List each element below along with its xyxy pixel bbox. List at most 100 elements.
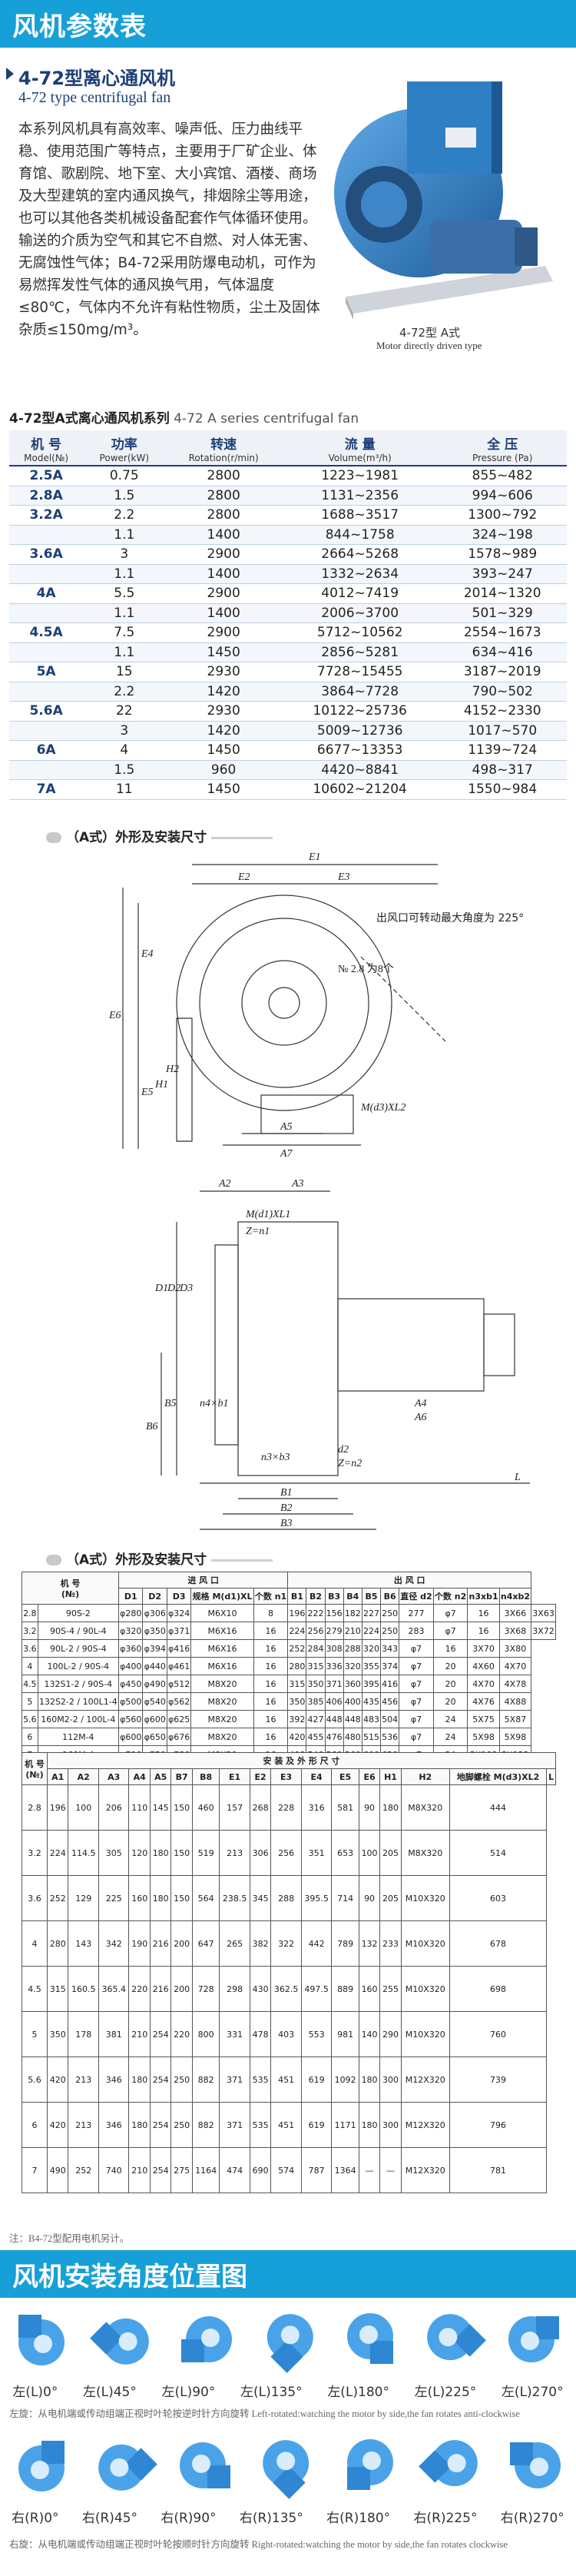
table-b-cell: 322: [270, 1920, 302, 1967]
spec-cell: 2856~5281: [281, 642, 439, 662]
table-a-cell: 416: [380, 1675, 400, 1693]
spec-cell-model: 2.8A: [9, 486, 84, 506]
spec-cell: 1.5: [83, 760, 166, 780]
table-b-cell: 265: [219, 1920, 250, 1967]
dim-label: H2: [165, 1064, 179, 1075]
table-a-cell: 90S-2: [37, 1604, 120, 1622]
fan-orientation-icon: [427, 2314, 487, 2361]
spec-cell: 1.1: [83, 525, 166, 545]
table-b-col-head: E4: [300, 1768, 333, 1785]
table-b-cell: 150: [170, 1784, 193, 1831]
table-a-cell: 5X87: [498, 1710, 532, 1728]
table-a-cell: 16: [253, 1622, 289, 1640]
table-b-col-head: A3: [98, 1768, 130, 1785]
table-a-cell: 350: [306, 1675, 326, 1693]
table-a-cell: 336: [324, 1657, 344, 1675]
spec-cell: 1131~2356: [281, 486, 439, 506]
table-a-cell: 343: [380, 1639, 400, 1658]
table-b-cell: 474: [219, 2147, 250, 2193]
table-a-cell: φ676: [166, 1728, 192, 1746]
angles-title: 风机安装角度位置图: [12, 2261, 247, 2292]
table-b-cell: 535: [249, 2056, 272, 2103]
front-view-drawing: E1 E2 E3 E4 E5 E6 H1 H2 A5 A7 M(d3)XL2 №…: [108, 851, 524, 1160]
spec-cell: 393~247: [438, 564, 567, 584]
table-a-cell: 16: [253, 1728, 289, 1746]
table-a-cell: 224: [361, 1622, 382, 1640]
table-b-cell: 129: [68, 1875, 99, 1921]
table-b-col-head: B8: [191, 1768, 220, 1785]
table-a-cell: 20: [432, 1657, 468, 1675]
spec-cell: 634~416: [438, 642, 567, 662]
spec-cell: 1450: [165, 642, 282, 662]
table-b-cell: 342: [98, 1920, 130, 1967]
table-a-col-head: B2: [306, 1588, 326, 1605]
table-a-cell: 3X66: [498, 1604, 532, 1622]
spec-cell: 6677~13353: [281, 740, 439, 761]
spec-cell: 2800: [165, 505, 282, 526]
table-a-cell: 4X60: [467, 1657, 500, 1675]
table-b-cell: 140: [358, 2011, 381, 2057]
spec-cell: 2014~1320: [438, 583, 567, 604]
table-b-cell: 346: [98, 2102, 130, 2148]
table-a-cell: 90S-4 / 90L-4: [37, 1622, 120, 1640]
table-b-cell: 268: [249, 1784, 272, 1831]
table-b-cell: —: [379, 2147, 402, 2193]
fan-orientation-icon: [347, 2439, 394, 2490]
table-b-cell: 180: [358, 2102, 381, 2148]
table-b-cell: 781: [449, 2147, 548, 2193]
table-a-col-head: 个数 n1: [253, 1588, 289, 1605]
table-b-cell: 603: [449, 1875, 548, 1921]
table-b-cell: 619: [300, 2102, 333, 2148]
table-b-cell: 4.5: [21, 1966, 48, 2012]
table-a-cell: 308: [324, 1639, 344, 1658]
table-b-cell: 256: [270, 1830, 302, 1876]
table-a-cell: 16: [253, 1657, 289, 1675]
table-b-cell: 280: [47, 1920, 69, 1967]
spec-cell: 2554~1673: [438, 622, 567, 643]
table-a-cell: 8: [253, 1604, 289, 1622]
spec-cell: 1450: [165, 779, 282, 800]
right-angle-label: 右(R)135°: [239, 2511, 303, 2526]
spec-cell: 1332~2634: [281, 564, 439, 584]
spec-cell-model: 5.6A: [9, 701, 84, 722]
table-a-cell: 355: [361, 1657, 382, 1675]
table-b-cell: 1364: [331, 2147, 359, 2193]
spec-cell-model: 7A: [9, 779, 84, 800]
page-title: 风机参数表: [12, 11, 147, 42]
dim-label: Z=n1: [246, 1226, 270, 1237]
table-a-cell: 288: [343, 1639, 362, 1658]
spec-cell: 10602~21204: [281, 779, 439, 800]
table-a-cell: φ440: [142, 1657, 167, 1675]
spec-cell: 1139~724: [438, 740, 567, 761]
table-a-model-head: 机 号(№): [21, 1572, 120, 1605]
fan-orientation-icon: [18, 2315, 65, 2365]
table-a-col-head: B5: [361, 1588, 382, 1605]
table-b-cell: 1092: [331, 2056, 359, 2103]
spec-cell: 501~329: [438, 603, 567, 623]
table-b-col-head: L: [546, 1768, 556, 1785]
table-b-cell: 180: [358, 2056, 381, 2103]
table-a-cell: 371: [324, 1675, 344, 1693]
fan-orientation-icon: [180, 2316, 232, 2362]
table-b-cell: 350: [47, 2011, 69, 2057]
table-b-cell: 180: [149, 1875, 172, 1921]
table-b-cell: 228: [270, 1784, 302, 1831]
table-a-cell: M8X20: [190, 1675, 254, 1693]
table-b-cell: 213: [219, 1830, 250, 1876]
table-a-cell: M6X16: [190, 1657, 254, 1675]
spec-cell: 3: [83, 544, 166, 565]
table-b-cell: 120: [128, 1830, 151, 1876]
image-caption-en: Motor directly driven type: [376, 340, 482, 351]
table-a-cell: 3.2: [22, 1622, 38, 1640]
spec-cell: 960: [165, 760, 282, 780]
table-b-cell: M12X320: [400, 2147, 450, 2193]
table-b-cell: 490: [47, 2147, 69, 2193]
table-b-cell: 298: [219, 1966, 250, 2012]
spec-cell: 855~482: [438, 466, 567, 486]
table-b-cell: 5.6: [21, 2056, 48, 2103]
